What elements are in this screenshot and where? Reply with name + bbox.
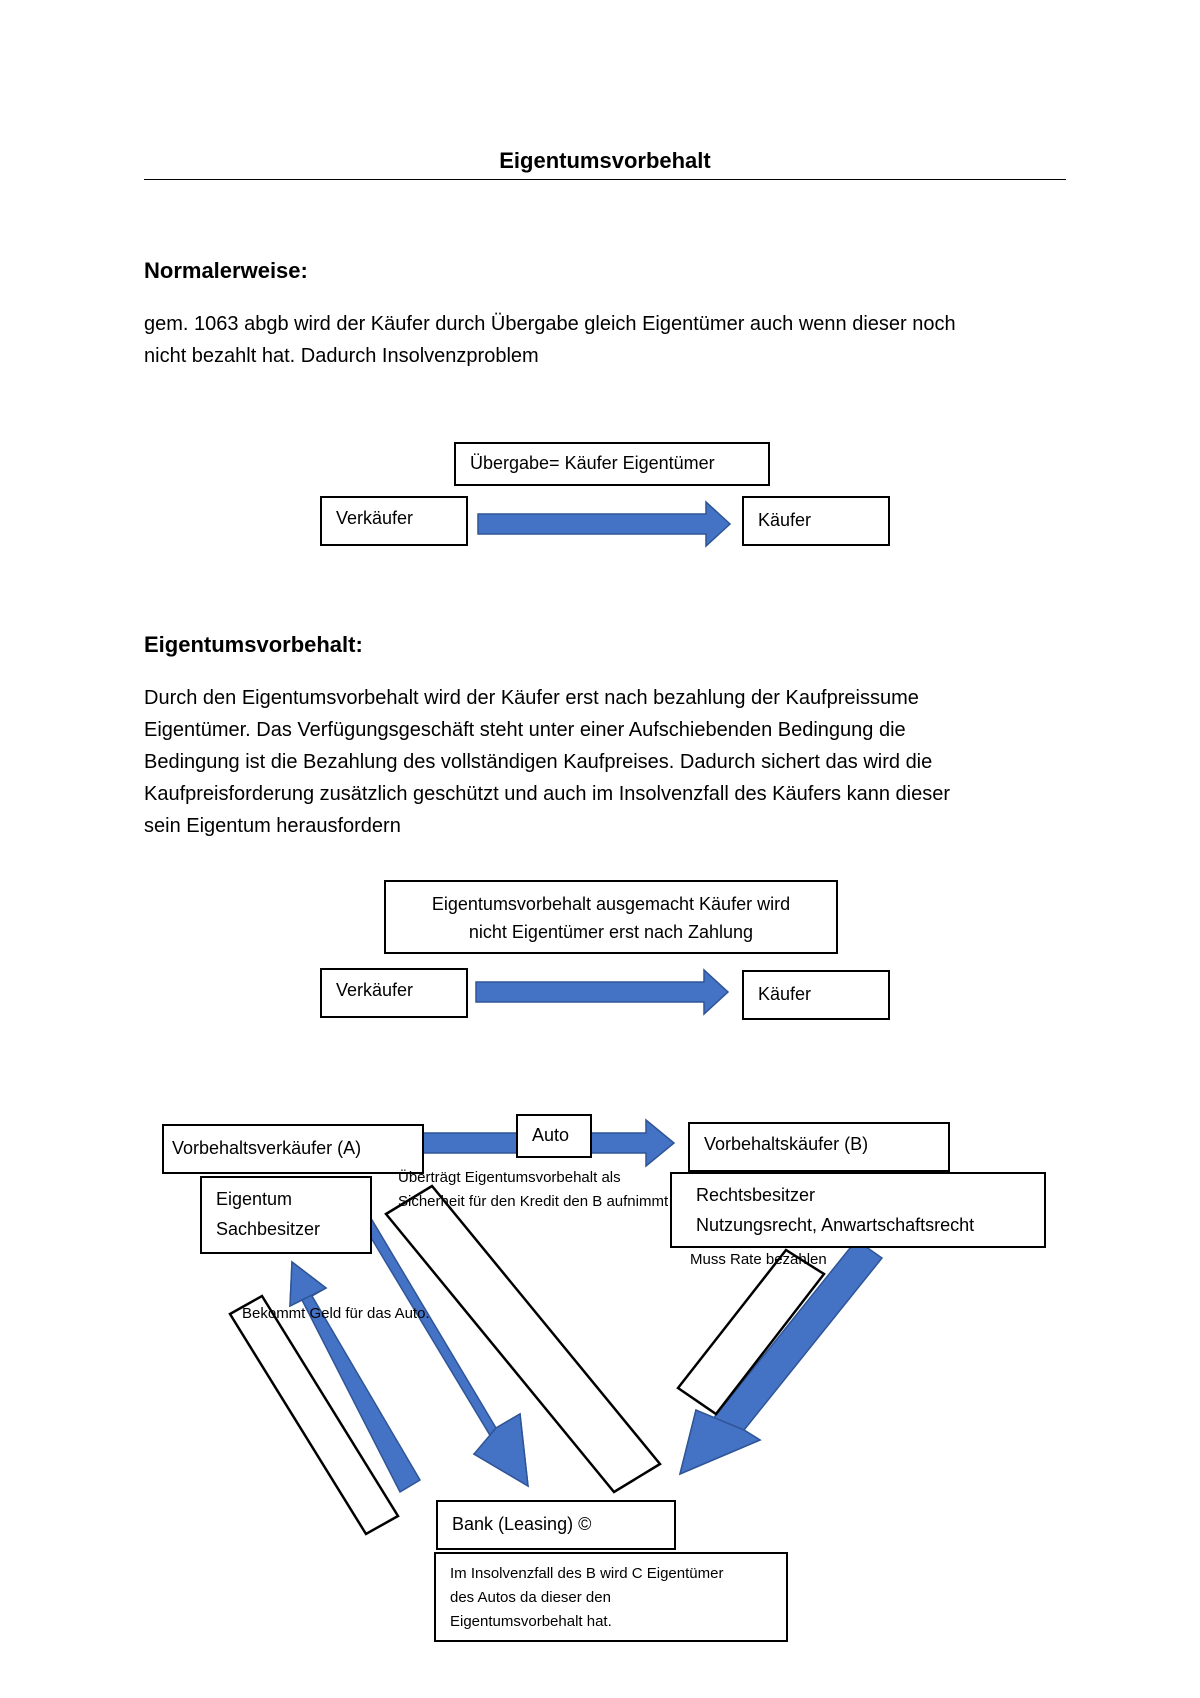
arrow-right-2 [475,968,730,1016]
arrow-bank-to-a-head [289,1260,328,1308]
note-line: Sicherheit für den Kredit den B aufnimmt [398,1193,669,1210]
box-kaeufer-2: Käufer [742,970,890,1020]
box-verkaeufer-2: Verkäufer [320,968,468,1018]
label-kaeufer: Käufer [758,984,812,1004]
label-sachbesitzer: Sachbesitzer [216,1219,321,1239]
label-box-vorbehalt: Eigentumsvorbehalt ausgemacht Käufer wir… [384,880,838,954]
heading-eigentumsvorbehalt: Eigentumsvorbehalt: [144,632,363,657]
label-uebergabe: Übergabe= Käufer Eigentümer [470,453,715,473]
label-vorbehalt-line: nicht Eigentümer erst nach Zahlung [468,922,754,942]
box-verkaeufer-1: Verkäufer [320,496,468,546]
label-vorbehalt-line: Eigentumsvorbehalt ausgemacht Käufer wir… [431,894,791,914]
label-box-uebergabe: Übergabe= Käufer Eigentümer [454,442,770,486]
note-line: Überträgt Eigentumsvorbehalt als [398,1169,621,1186]
rotated-box-rate [676,1248,826,1416]
paragraph-line: sein Eigentum herausfordern [144,815,401,837]
paragraph-line: Kaufpreisforderung zusätzlich geschützt … [144,783,951,805]
label-verkaeufer: Verkäufer [336,980,414,1000]
arrow-b-to-bank-head [678,1408,762,1476]
label-nutzungsrecht: Nutzungsrecht, Anwartschaftsrecht [696,1215,975,1235]
title-rule [144,179,1066,180]
note-rate: Muss Rate bezahlen [690,1251,827,1268]
box-auto: Auto [516,1114,592,1158]
label-kaeufer: Käufer [758,510,812,530]
insolvenz-line: des Autos da dieser den [450,1589,611,1606]
label-eigentum: Eigentum [216,1189,293,1209]
insolvenz-line: Eigentumsvorbehalt hat. [450,1613,612,1630]
paragraph-line: Bedingung ist die Bezahlung des vollstän… [144,751,933,773]
label-rechtsbesitzer: Rechtsbesitzer [696,1185,816,1205]
heading-normalerweise: Normalerweise: [144,258,308,283]
label-vorbehaltskaeufer: Vorbehaltskäufer (B) [704,1134,869,1154]
arrow-a-to-bank-head [472,1412,529,1488]
paragraph-line: gem. 1063 abgb wird der Käufer durch Übe… [144,313,956,335]
box-eigentum-sachbesitzer: Eigentum Sachbesitzer [200,1176,372,1254]
label-verkaeufer: Verkäufer [336,508,414,528]
box-insolvenz: Im Insolvenzfall des B wird C Eigentümer… [434,1552,788,1642]
rotated-box-transfer [384,1184,662,1494]
box-rechtsbesitzer: Rechtsbesitzer Nutzungsrecht, Anwartscha… [670,1172,1046,1248]
arrow-right-1 [477,500,732,548]
label-vorbehaltsverkaeufer: Vorbehaltsverkäufer (A) [172,1138,362,1158]
paragraph-normalerweise: gem. 1063 abgb wird der Käufer durch Übe… [144,308,956,372]
page-title: Eigentumsvorbehalt [499,148,711,173]
box-vorbehaltsverkaeufer: Vorbehaltsverkäufer (A) [162,1124,424,1174]
paragraph-eigentumsvorbehalt: Durch den Eigentumsvorbehalt wird der Kä… [144,682,950,842]
rotated-box-money [228,1294,400,1536]
label-auto: Auto [532,1125,570,1145]
paragraph-line: Eigentümer. Das Verfügungsgeschäft steht… [144,719,906,741]
label-bank: Bank (Leasing) © [452,1514,592,1534]
paragraph-line: Durch den Eigentumsvorbehalt wird der Kä… [144,687,919,709]
paragraph-line: nicht bezahlt hat. Dadurch Insolvenzprob… [144,345,539,367]
box-kaeufer-1: Käufer [742,496,890,546]
insolvenz-line: Im Insolvenzfall des B wird C Eigentümer [450,1565,724,1582]
box-vorbehaltskaeufer: Vorbehaltskäufer (B) [688,1122,950,1172]
note-geld: Bekommt Geld für das Auto. [242,1305,430,1322]
box-bank: Bank (Leasing) © [436,1500,676,1550]
note-uebertraegt: Überträgt Eigentumsvorbehalt als Sicherh… [398,1166,668,1214]
